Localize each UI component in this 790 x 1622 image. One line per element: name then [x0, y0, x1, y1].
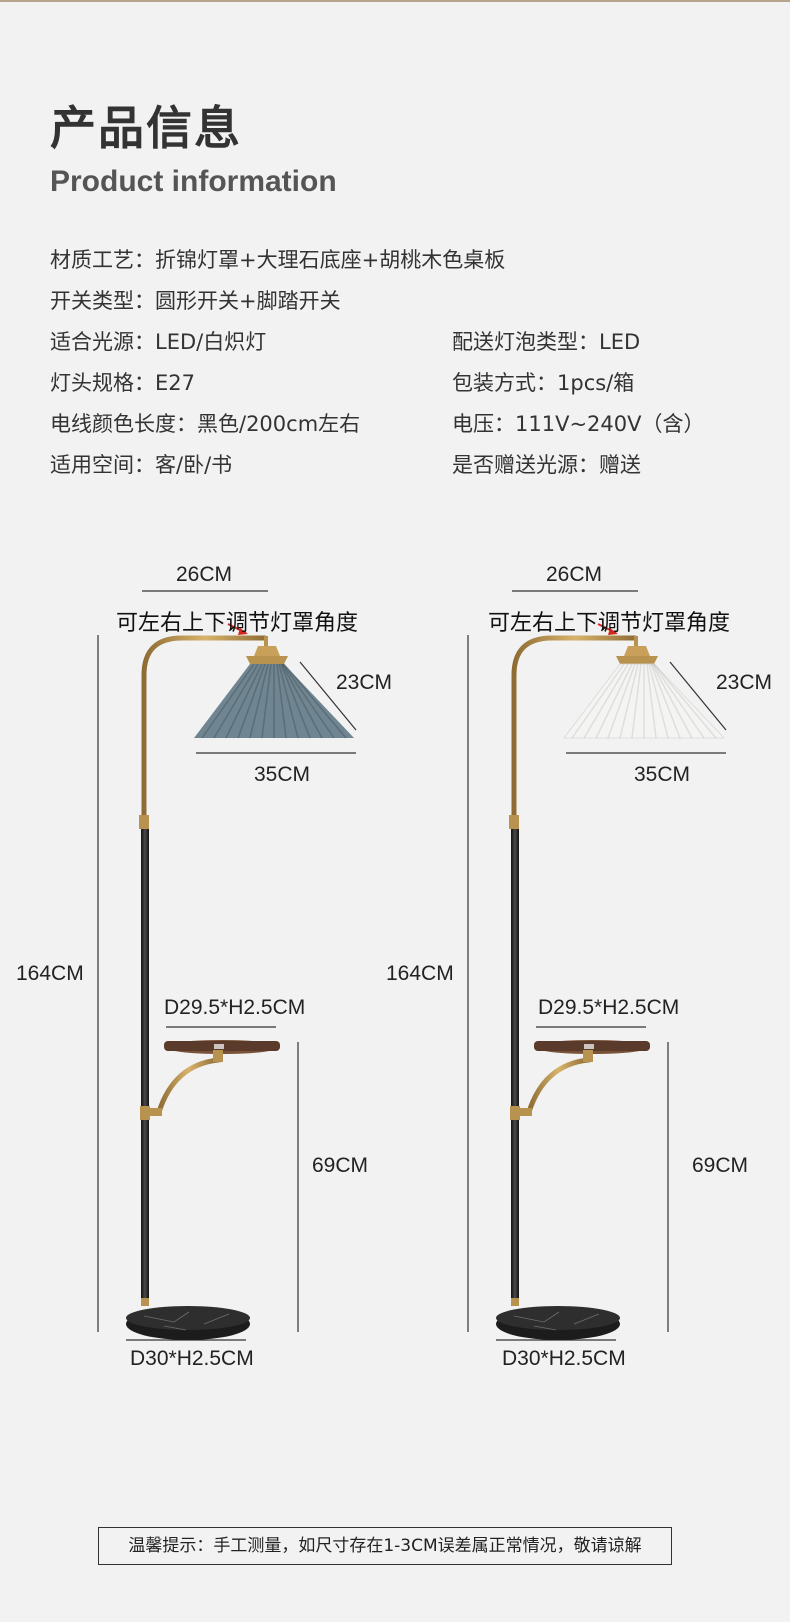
dim-arm-width: 26CM	[176, 563, 233, 586]
dim-table-height: 69CM	[312, 1154, 369, 1177]
lamp-diagram-left: 26CM 可左右上下调节灯罩角度 23CM 35CM 164CM D29.5*H…	[14, 560, 404, 1420]
adjust-note: 可左右上下调节灯罩角度	[488, 611, 731, 636]
spec-package: 包装方式：1pcs/箱	[452, 371, 635, 395]
dim-shade-width: 35CM	[634, 763, 691, 786]
spec-cable: 电线颜色长度：黑色/200cm左右	[50, 412, 361, 436]
spec-space: 适用空间：客/卧/书	[50, 453, 233, 477]
measurement-notice: 温馨提示：手工测量，如尺寸存在1-3CM误差属正常情况，敬请谅解	[98, 1527, 672, 1565]
dim-base-size: D30*H2.5CM	[130, 1347, 254, 1370]
dim-arm-width: 26CM	[546, 563, 603, 586]
spec-switch: 开关类型：圆形开关+脚踏开关	[50, 289, 341, 313]
spec-bulb: 配送灯泡类型：LED	[452, 330, 641, 354]
page-subtitle: Product information	[50, 165, 337, 198]
lamp-illustration	[97, 590, 357, 1341]
page-title: 产品信息	[50, 101, 242, 155]
dim-shade-height: 23CM	[336, 671, 393, 694]
lamp-diagram-right: 26CM 可左右上下调节灯罩角度 23CM 35CM 164CM D29.5*H…	[384, 560, 774, 1420]
dim-shade-width: 35CM	[254, 763, 311, 786]
adjust-note: 可左右上下调节灯罩角度	[116, 611, 359, 636]
spec-light-source: 适合光源：LED/白炽灯	[50, 330, 267, 354]
dim-total-height: 164CM	[16, 962, 84, 985]
dim-base-size: D30*H2.5CM	[502, 1347, 626, 1370]
dim-table-size: D29.5*H2.5CM	[538, 996, 680, 1019]
spec-material: 材质工艺：折锦灯罩+大理石底座+胡桃木色桌板	[50, 248, 506, 272]
spec-socket: 灯头规格：E27	[50, 371, 195, 395]
top-divider	[0, 0, 790, 2]
lamp-illustration	[467, 590, 727, 1341]
spec-gift: 是否赠送光源：赠送	[452, 453, 641, 477]
dim-total-height: 164CM	[386, 962, 454, 985]
dim-table-size: D29.5*H2.5CM	[164, 996, 306, 1019]
dim-table-height: 69CM	[692, 1154, 749, 1177]
spec-voltage: 电压：111V~240V（含）	[452, 412, 705, 436]
dim-shade-height: 23CM	[716, 671, 773, 694]
